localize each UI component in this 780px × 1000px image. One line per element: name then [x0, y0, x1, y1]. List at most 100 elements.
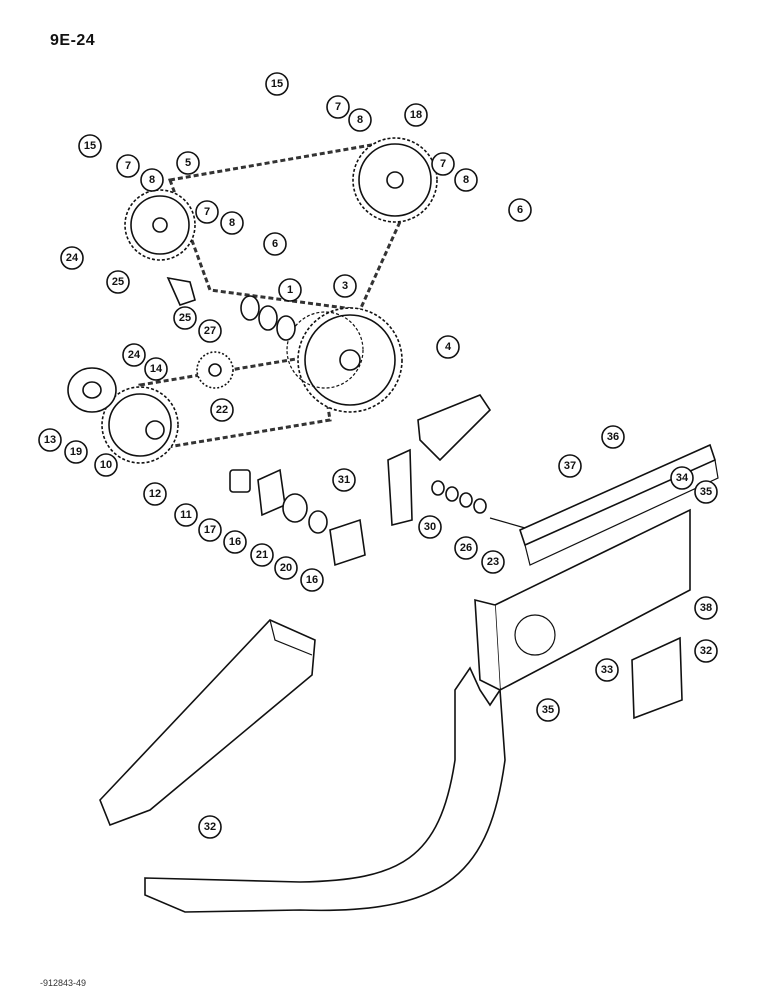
svg-text:13: 13: [44, 434, 56, 446]
svg-text:16: 16: [306, 574, 318, 586]
svg-text:19: 19: [70, 446, 82, 458]
svg-text:32: 32: [700, 645, 712, 657]
page-number: 9E-24: [50, 32, 96, 49]
svg-text:6: 6: [517, 204, 523, 216]
callout-group: 15 7 8 18 15 7 8 5 7 8 6 7 8 6 24 25 1 3…: [38, 72, 718, 839]
upper-chain: [167, 138, 430, 312]
callout-16-right: 16: [300, 568, 324, 592]
sprocket-3: [286, 307, 403, 413]
callout-19: 19: [64, 440, 88, 464]
svg-text:4: 4: [445, 341, 452, 353]
svg-text:7: 7: [440, 158, 446, 170]
callout-15-left: 15: [78, 134, 102, 158]
callout-3: 3: [333, 274, 357, 298]
svg-text:8: 8: [229, 217, 235, 229]
svg-text:20: 20: [280, 562, 292, 574]
svg-text:31: 31: [338, 474, 350, 486]
callout-30: 30: [418, 515, 442, 539]
svg-text:8: 8: [149, 174, 155, 186]
callout-36: 36: [601, 425, 625, 449]
svg-text:21: 21: [256, 549, 268, 561]
callout-25-top: 25: [106, 270, 130, 294]
callout-33: 33: [595, 658, 619, 682]
plate-32: [631, 636, 683, 720]
svg-text:35: 35: [700, 486, 712, 498]
callout-5: 5: [176, 151, 200, 175]
plate-33: [474, 508, 691, 692]
callout-27: 27: [198, 319, 222, 343]
svg-text:10: 10: [100, 459, 112, 471]
svg-text:3: 3: [342, 280, 348, 292]
bracket-4: [417, 394, 492, 462]
svg-text:22: 22: [216, 404, 228, 416]
callout-37: 37: [558, 454, 582, 478]
sprocket-5: [124, 189, 196, 261]
svg-text:12: 12: [149, 488, 161, 500]
callout-14: 14: [144, 357, 168, 381]
callout-1: 1: [278, 278, 302, 302]
svg-text:1: 1: [287, 284, 293, 296]
callout-31: 31: [332, 468, 356, 492]
svg-text:30: 30: [424, 521, 436, 533]
callout-24-mid: 24: [122, 343, 146, 367]
svg-text:32: 32: [204, 821, 216, 833]
svg-text:35: 35: [542, 704, 554, 716]
svg-text:33: 33: [601, 664, 613, 676]
bracket-30: [387, 448, 413, 527]
svg-text:5: 5: [185, 157, 191, 169]
callout-17: 17: [198, 518, 222, 542]
long-bar: [99, 619, 316, 827]
callout-13: 13: [38, 428, 62, 452]
callout-22: 22: [210, 398, 234, 422]
svg-text:15: 15: [84, 140, 96, 152]
callout-8-top: 8: [348, 108, 372, 132]
svg-text:27: 27: [204, 325, 216, 337]
callout-20: 20: [274, 556, 298, 580]
svg-text:8: 8: [357, 114, 363, 126]
callout-35-right: 35: [694, 480, 718, 504]
callout-7-right: 7: [431, 152, 455, 176]
callout-16-left: 16: [223, 530, 247, 554]
bearing-parts: [229, 468, 366, 567]
sprocket-22: [196, 351, 234, 389]
svg-text:17: 17: [204, 524, 216, 536]
svg-text:15: 15: [271, 78, 283, 90]
svg-text:26: 26: [460, 542, 472, 554]
callout-24-top: 24: [60, 246, 84, 270]
svg-text:37: 37: [564, 460, 576, 472]
callout-7-left: 7: [116, 154, 140, 178]
svg-text:25: 25: [179, 312, 191, 324]
svg-text:34: 34: [676, 472, 689, 484]
curved-channel: [144, 666, 506, 913]
sprocket-10: [101, 386, 179, 464]
svg-text:25: 25: [112, 276, 124, 288]
callout-4: 4: [436, 335, 460, 359]
callout-6-mid: 6: [263, 232, 287, 256]
svg-text:24: 24: [66, 252, 79, 264]
svg-text:14: 14: [150, 363, 163, 375]
spacer-stack-1: [240, 295, 296, 341]
svg-text:18: 18: [410, 109, 422, 121]
bracket-arm: [166, 276, 196, 306]
callout-34: 34: [670, 466, 694, 490]
rail-36: [519, 443, 719, 566]
callout-18: 18: [404, 103, 428, 127]
callout-25-mid: 25: [173, 306, 197, 330]
svg-text:8: 8: [463, 174, 469, 186]
callout-38: 38: [694, 596, 718, 620]
callout-32-bottom: 32: [198, 815, 222, 839]
callout-7-top: 7: [326, 95, 350, 119]
callout-32-right: 32: [694, 639, 718, 663]
svg-text:23: 23: [487, 556, 499, 568]
callout-15-top: 15: [265, 72, 289, 96]
catalog-code: -912843-49: [40, 978, 87, 988]
callout-21: 21: [250, 543, 274, 567]
callout-35-bottom: 35: [536, 698, 560, 722]
washer-stack-26: [431, 480, 526, 529]
callout-12: 12: [143, 482, 167, 506]
flange-19: [67, 367, 117, 413]
callout-8-mid: 8: [220, 211, 244, 235]
callout-8-right: 8: [454, 168, 478, 192]
callout-10: 10: [94, 453, 118, 477]
